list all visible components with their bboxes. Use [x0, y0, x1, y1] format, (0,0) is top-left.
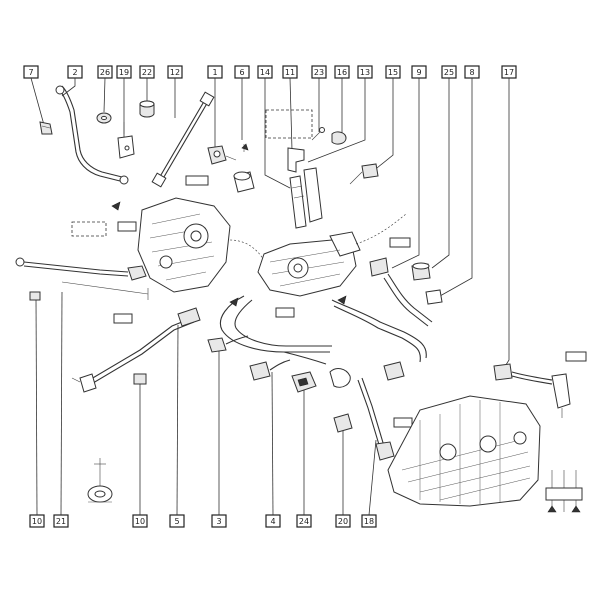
callout-label: 9: [416, 68, 421, 77]
cylinder-head-right[interactable]: [387, 395, 541, 507]
callout-label: 24: [299, 517, 309, 526]
part-grommet-22[interactable]: [139, 100, 155, 118]
part-clip-15[interactable]: [349, 163, 379, 185]
part-label-box: [113, 313, 133, 324]
callout-label: 15: [388, 68, 398, 77]
callout-label: 8: [469, 68, 474, 77]
callout-top-1[interactable]: 1: [207, 65, 223, 79]
part-sensor-cable-5[interactable]: [71, 307, 201, 393]
bottom-callouts: 10 21 10 5 3 4 24 20: [29, 514, 377, 528]
part-connector-9[interactable]: [369, 257, 389, 277]
callout-label: 12: [170, 68, 180, 77]
callout-label: 22: [142, 68, 152, 77]
detail-view-right: [545, 470, 583, 513]
part-connector-right[interactable]: [383, 361, 405, 381]
callout-top-16[interactable]: 16: [334, 65, 350, 79]
part-connector-3[interactable]: [207, 335, 249, 353]
top-callouts: 7 2 26 19 22 12 1 6: [23, 65, 517, 79]
callout-label: 1: [212, 68, 217, 77]
part-sensor-19[interactable]: [117, 122, 135, 159]
part-block-24[interactable]: [291, 371, 317, 393]
part-sensor-20[interactable]: [329, 368, 353, 433]
part-rod-12[interactable]: [151, 91, 215, 188]
callout-label: 21: [56, 517, 66, 526]
part-label-box: [565, 351, 587, 362]
callout-bottom-5[interactable]: 5: [169, 514, 185, 528]
callout-top-17[interactable]: 17: [501, 65, 517, 79]
part-grommet-25[interactable]: [411, 262, 431, 281]
callout-top-13[interactable]: 13: [357, 65, 373, 79]
callout-top-22[interactable]: 22: [139, 65, 155, 79]
part-pipe-2[interactable]: [55, 85, 129, 185]
callout-label: 17: [504, 68, 514, 77]
part-label-box: [117, 221, 137, 232]
part-label-box: [389, 237, 411, 248]
callout-bottom-3[interactable]: 3: [211, 514, 227, 528]
callout-top-23[interactable]: 23: [311, 65, 327, 79]
callout-label: 10: [135, 517, 145, 526]
part-sensor-cable-17[interactable]: [493, 363, 571, 418]
callout-label: 14: [260, 68, 270, 77]
callout-label: 19: [119, 68, 129, 77]
callout-label: 7: [28, 68, 33, 77]
part-label-box: [275, 307, 295, 318]
part-connector-4[interactable]: [249, 359, 291, 381]
engine-block-left[interactable]: [137, 197, 269, 293]
callout-label: 18: [364, 517, 374, 526]
callout-bottom-18[interactable]: 18: [361, 514, 377, 528]
callout-label: 23: [314, 68, 324, 77]
callout-label: 11: [285, 68, 295, 77]
wiring-harness-main[interactable]: [220, 273, 433, 365]
callout-label: 3: [216, 517, 221, 526]
part-clip-10-center[interactable]: [133, 373, 147, 385]
callout-top-14[interactable]: 14: [257, 65, 273, 79]
part-clip-7[interactable]: [39, 121, 53, 135]
callout-label: 13: [360, 68, 370, 77]
callout-label: 25: [444, 68, 454, 77]
callout-top-15[interactable]: 15: [385, 65, 401, 79]
callout-top-6[interactable]: 6: [234, 65, 250, 79]
part-clip-10-left[interactable]: [29, 291, 41, 301]
callout-label: 5: [174, 517, 179, 526]
callout-top-7[interactable]: 7: [23, 65, 39, 79]
callout-top-2[interactable]: 2: [67, 65, 83, 79]
callout-top-12[interactable]: 12: [167, 65, 183, 79]
part-connector-1[interactable]: [207, 145, 237, 165]
callout-label: 2: [72, 68, 77, 77]
part-label-box: [71, 221, 107, 237]
callout-bottom-24[interactable]: 24: [296, 514, 312, 528]
part-sensor-cable-21[interactable]: [15, 257, 149, 300]
callout-bottom-10-left[interactable]: 10: [29, 514, 45, 528]
part-sleeve-6[interactable]: [233, 143, 255, 193]
callout-label: 20: [338, 517, 348, 526]
part-bracket-8[interactable]: [425, 289, 443, 305]
callout-label: 10: [32, 517, 42, 526]
callout-top-19[interactable]: 19: [116, 65, 132, 79]
callout-bottom-4[interactable]: 4: [265, 514, 281, 528]
direction-arrows: [111, 201, 347, 307]
pump-assembly-center[interactable]: [257, 213, 407, 297]
callout-top-11[interactable]: 11: [282, 65, 298, 79]
callout-bottom-20[interactable]: 20: [335, 514, 351, 528]
callout-top-9[interactable]: 9: [411, 65, 427, 79]
callout-top-8[interactable]: 8: [464, 65, 480, 79]
callout-label: 6: [239, 68, 244, 77]
callout-label: 26: [100, 68, 110, 77]
callout-bottom-21[interactable]: 21: [53, 514, 69, 528]
part-label-box: [185, 175, 209, 186]
detail-view-10: [87, 458, 113, 503]
callout-label: 4: [270, 517, 275, 526]
leader-lines: [30, 77, 510, 516]
callout-top-25[interactable]: 25: [441, 65, 457, 79]
callout-bottom-10-center[interactable]: 10: [132, 514, 148, 528]
part-assembly-center-top[interactable]: [265, 109, 347, 229]
part-label-box: [393, 417, 413, 428]
callout-top-26[interactable]: 26: [97, 65, 113, 79]
part-washer-26[interactable]: [96, 112, 112, 124]
part-sensor-18[interactable]: [357, 377, 395, 461]
callout-label: 16: [337, 68, 347, 77]
